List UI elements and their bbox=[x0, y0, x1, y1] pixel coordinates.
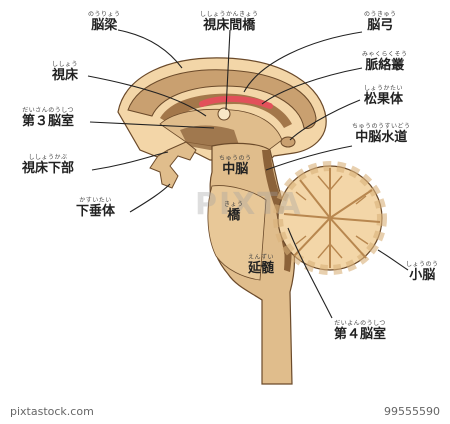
pixta-image-id: 99555590 bbox=[384, 405, 440, 418]
label-third-ventricle-text: 第３脳室 bbox=[22, 114, 75, 129]
label-fornix-text: 脳弓 bbox=[367, 18, 394, 33]
label-pituitary: かすいたい 下垂体 bbox=[76, 197, 116, 219]
label-corpus-callosum-ruby: のうりょう bbox=[88, 11, 121, 18]
label-cerebral-aqueduct-ruby: ちゅうのうすいどう bbox=[352, 123, 411, 130]
label-fourth-ventricle-text: 第４脳室 bbox=[334, 327, 387, 342]
label-choroid-plexus-text: 脈絡叢 bbox=[365, 58, 405, 73]
label-fourth-ventricle: だいよんのうしつ 第４脳室 bbox=[334, 320, 387, 342]
label-cerebellum-ruby: しょうのう bbox=[406, 261, 439, 268]
label-pituitary-text: 下垂体 bbox=[76, 204, 116, 219]
label-pineal-body-text: 松果体 bbox=[364, 92, 404, 107]
label-cerebral-aqueduct-text: 中脳水道 bbox=[355, 130, 408, 145]
label-interthalamic-adhesion-text: 視床間橋 bbox=[203, 18, 256, 33]
label-fourth-ventricle-ruby: だいよんのうしつ bbox=[334, 320, 386, 327]
pons bbox=[207, 185, 267, 281]
label-midbrain-text: 中脳 bbox=[222, 162, 249, 177]
label-medulla-text: 延髄 bbox=[248, 261, 275, 276]
label-pons-ruby: きょう bbox=[224, 201, 244, 208]
label-cerebral-aqueduct: ちゅうのうすいどう 中脳水道 bbox=[352, 123, 411, 145]
label-third-ventricle-ruby: だいさんのうしつ bbox=[22, 107, 74, 114]
label-choroid-plexus-ruby: みゃくらくそう bbox=[362, 51, 408, 58]
label-interthalamic-adhesion-ruby: ししょうかんきょう bbox=[200, 11, 259, 18]
label-fornix-ruby: のうきゅう bbox=[364, 11, 397, 18]
label-midbrain: ちゅうのう 中脳 bbox=[219, 155, 252, 177]
label-medulla: えんずい 延髄 bbox=[248, 254, 275, 276]
corpus-callosum bbox=[127, 69, 317, 129]
label-cerebellum: しょうのう 小脳 bbox=[406, 261, 439, 283]
pineal-body bbox=[280, 136, 296, 148]
label-pons-text: 橋 bbox=[227, 208, 241, 223]
label-corpus-callosum: のうりょう 脳梁 bbox=[88, 11, 121, 33]
pixta-site-name: pixtastock.com bbox=[10, 405, 94, 418]
label-midbrain-ruby: ちゅうのう bbox=[219, 155, 252, 162]
label-pineal-body: しょうかたい 松果体 bbox=[364, 85, 404, 107]
label-medulla-ruby: えんずい bbox=[248, 254, 275, 261]
label-choroid-plexus: みゃくらくそう 脈絡叢 bbox=[362, 51, 408, 73]
label-hypothalamus: ししょうかぶ 視床下部 bbox=[22, 154, 75, 176]
label-cerebellum-text: 小脳 bbox=[409, 268, 436, 283]
cerebellum bbox=[273, 161, 387, 275]
label-thalamus-text: 視床 bbox=[52, 68, 79, 83]
label-thalamus: ししょう 視床 bbox=[52, 61, 79, 83]
label-pons: きょう 橋 bbox=[224, 201, 244, 223]
pixta-footer: pixtastock.com 99555590 bbox=[0, 402, 450, 424]
label-pineal-body-ruby: しょうかたい bbox=[364, 85, 404, 92]
pixta-watermark-logo: PIXTA bbox=[195, 187, 303, 222]
label-hypothalamus-text: 視床下部 bbox=[22, 161, 75, 176]
label-third-ventricle: だいさんのうしつ 第３脳室 bbox=[22, 107, 75, 129]
label-thalamus-ruby: ししょう bbox=[52, 61, 79, 68]
hypothalamus-pituitary bbox=[149, 141, 197, 189]
label-interthalamic-adhesion: ししょうかんきょう 視床間橋 bbox=[200, 11, 259, 33]
label-corpus-callosum-text: 脳梁 bbox=[91, 18, 118, 33]
interthalamic-adhesion bbox=[217, 107, 231, 121]
leader-lines bbox=[87, 29, 409, 319]
choroid-plexus bbox=[199, 95, 273, 109]
label-pituitary-ruby: かすいたい bbox=[79, 197, 112, 204]
label-hypothalamus-ruby: ししょうかぶ bbox=[28, 154, 68, 161]
label-fornix: のうきゅう 脳弓 bbox=[364, 11, 397, 33]
